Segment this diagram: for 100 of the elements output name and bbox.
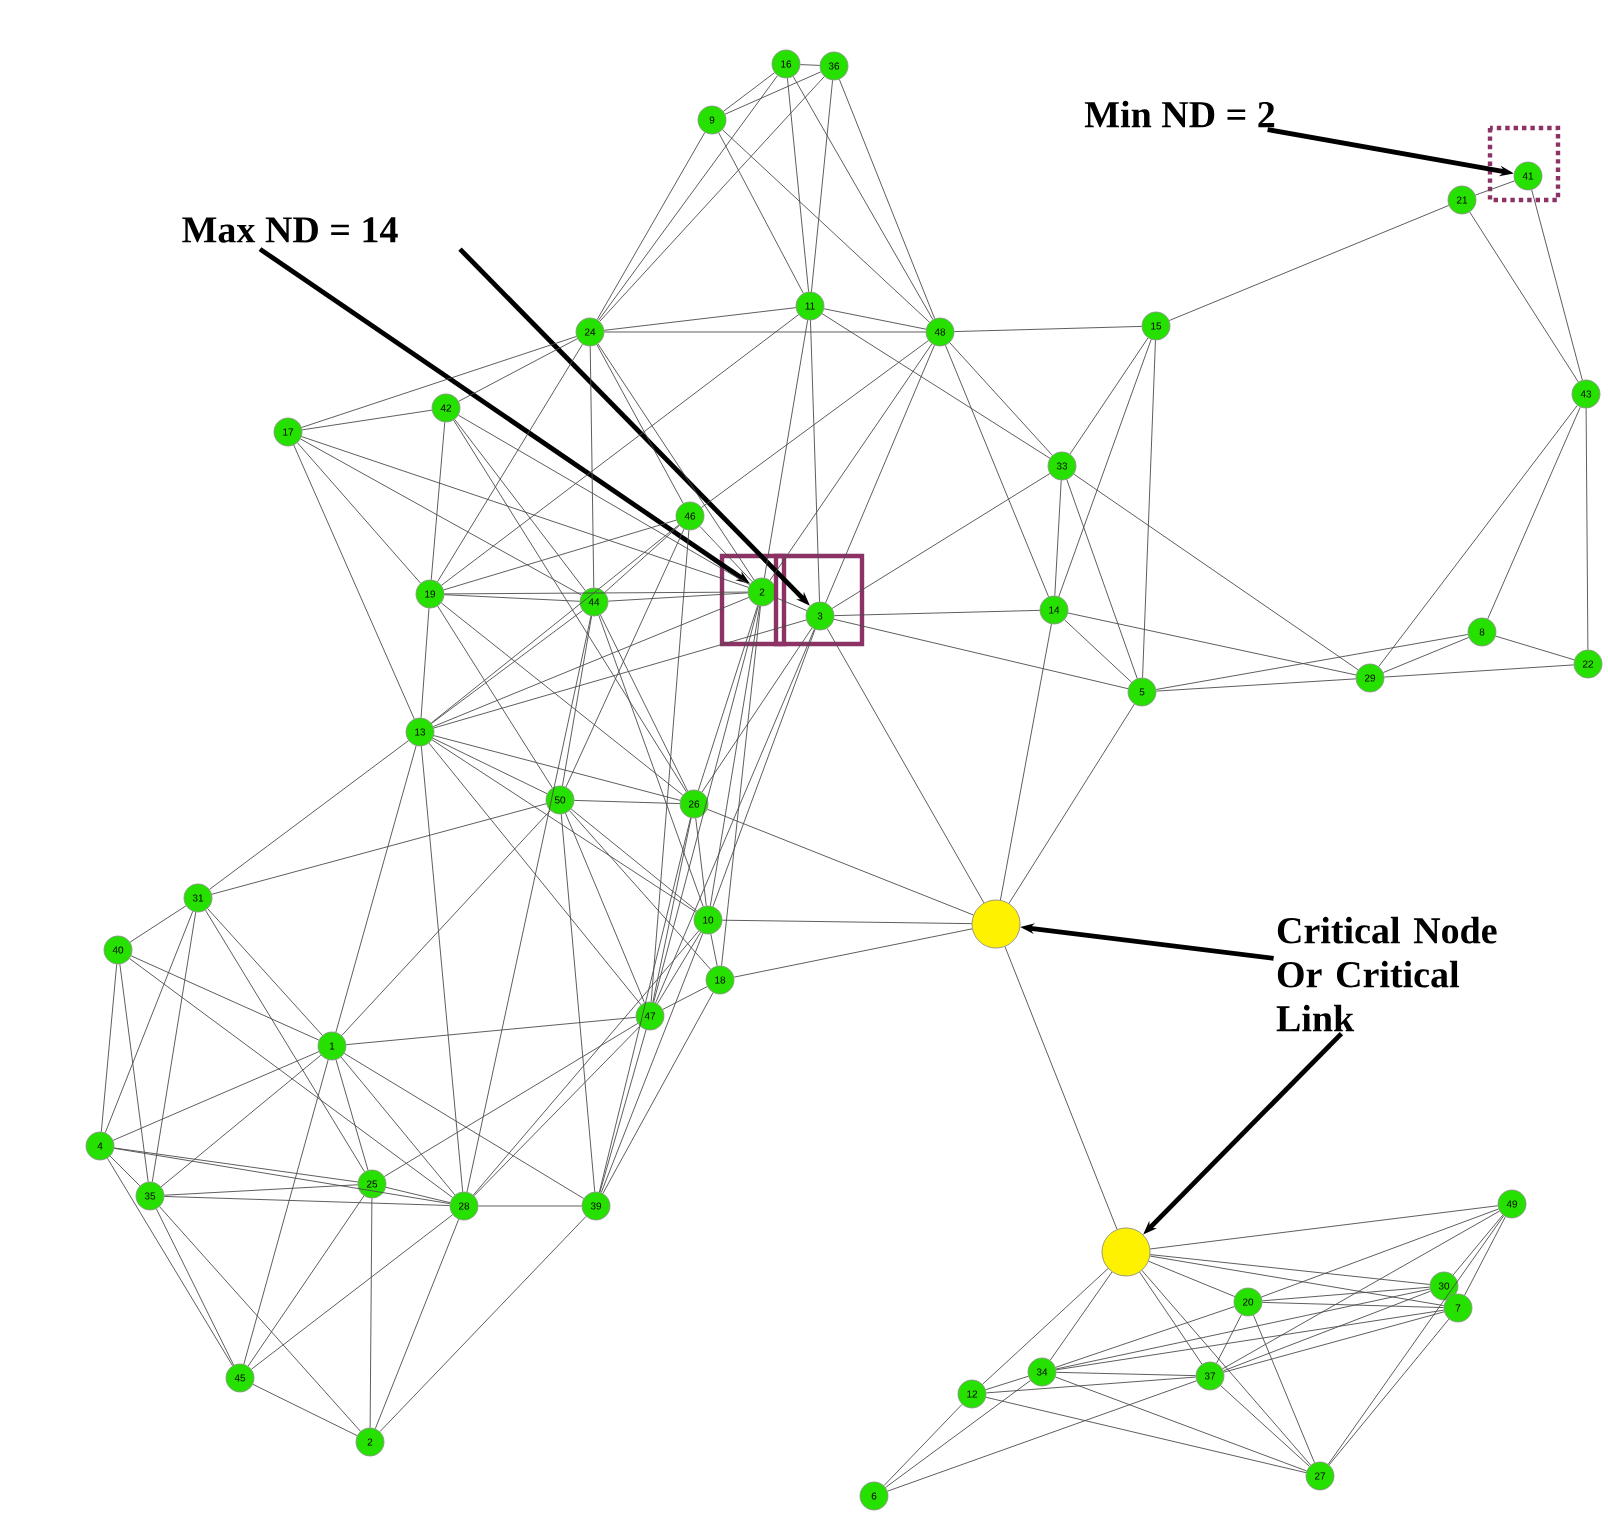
link-line (721, 605, 761, 967)
link-line (100, 963, 118, 1133)
critical-node (971, 899, 1021, 949)
link-line (597, 343, 755, 581)
link-line (883, 1403, 963, 1487)
annotation-label: Max ND = 14 (182, 217, 398, 243)
link-line (718, 132, 804, 294)
link-line (709, 605, 761, 907)
link-line (113, 1147, 451, 1205)
link-line (130, 955, 320, 1041)
link-line (596, 344, 684, 504)
link-line (999, 623, 1052, 901)
link-line (119, 963, 149, 1183)
link-line (949, 342, 1053, 456)
link-line (374, 1218, 460, 1430)
link-line (701, 627, 813, 793)
link-line (1382, 637, 1470, 673)
link-line (340, 1056, 456, 1196)
link-line (823, 308, 927, 330)
link-line (1054, 479, 1062, 597)
link-line (570, 808, 698, 912)
link-line (560, 813, 596, 1193)
link-line (826, 628, 985, 904)
link-line (252, 1383, 358, 1437)
link-line (821, 313, 1051, 459)
link-line (472, 930, 700, 1196)
link-line (604, 525, 680, 593)
link-line (833, 618, 1129, 690)
link-line (1475, 180, 1515, 196)
link-line (454, 419, 586, 591)
link-line (466, 615, 592, 1193)
link-line (1064, 619, 1132, 683)
link-line (431, 610, 583, 724)
link-line (113, 1147, 359, 1183)
link-line (811, 79, 834, 293)
link-line (1149, 1255, 1445, 1307)
link-line (1585, 407, 1589, 651)
link-line (600, 932, 704, 1194)
link-line (1328, 1318, 1450, 1466)
link-line (432, 737, 548, 795)
link-line (650, 529, 690, 1003)
link-line (769, 343, 933, 581)
link-line (441, 314, 799, 586)
link-line (598, 615, 704, 907)
link-line (1495, 635, 1575, 661)
link-line (300, 438, 582, 596)
link-line (1055, 1376, 1307, 1472)
link-line (603, 331, 927, 333)
annotation-label: Min ND = 2 (1084, 100, 1275, 128)
link-line (163, 1184, 359, 1196)
link-line (733, 928, 973, 978)
link-line (603, 307, 797, 331)
link-line (473, 1025, 641, 1197)
link-line (443, 591, 749, 595)
link-line (129, 905, 187, 943)
link-line (369, 1197, 373, 1429)
link-line (251, 1214, 454, 1370)
link-line (159, 1206, 361, 1432)
link-line (723, 72, 775, 112)
link-line (104, 910, 194, 1134)
link-line (774, 597, 808, 611)
link-line (697, 605, 759, 791)
link-line (458, 338, 578, 402)
link-line (151, 911, 197, 1183)
link-line (1004, 946, 1118, 1230)
link-line (129, 958, 453, 1198)
link-line (792, 76, 934, 320)
link-line (209, 740, 409, 890)
link-line (301, 409, 433, 431)
link-line (838, 78, 936, 320)
link-line (599, 1029, 647, 1193)
link-line (207, 908, 323, 1036)
link-line (799, 64, 821, 66)
link-line (1253, 1314, 1315, 1464)
link-line (596, 132, 706, 320)
link-line (383, 1023, 639, 1177)
link-line (953, 325, 1143, 333)
link-line (243, 1059, 329, 1365)
link-line (443, 519, 677, 591)
link-line (763, 319, 809, 579)
link-line (1142, 339, 1156, 679)
link-line (1049, 1271, 1113, 1361)
link-line (109, 1155, 141, 1187)
link-line (385, 1186, 451, 1204)
link-line (565, 528, 685, 788)
link-line (598, 75, 778, 321)
link-line (1067, 612, 1357, 676)
link-line (420, 745, 464, 1193)
link-line (335, 745, 417, 1033)
link-line (433, 735, 681, 801)
link-line (1055, 1288, 1431, 1370)
link-line (335, 1059, 369, 1171)
link-line (1531, 189, 1583, 381)
link-line (985, 1376, 1197, 1394)
link-line (293, 444, 415, 720)
link-line (589, 345, 595, 589)
link-line (431, 739, 697, 913)
link-line (710, 933, 718, 967)
link-line (662, 986, 708, 1010)
link-line (1452, 1214, 1504, 1276)
